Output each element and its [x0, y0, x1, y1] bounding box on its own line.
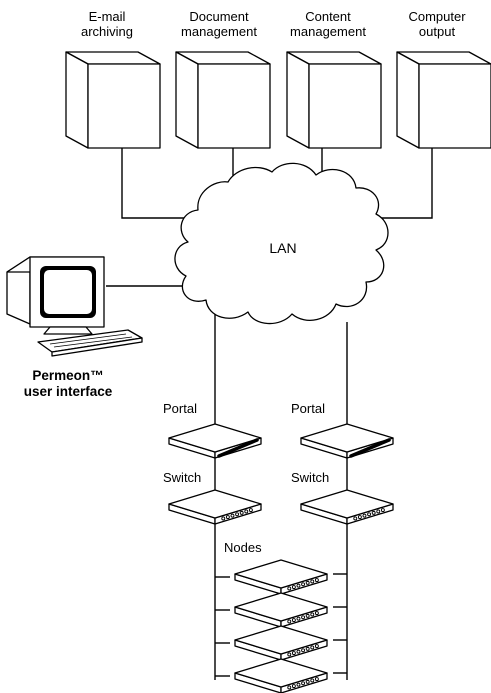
link-server-4: [375, 136, 433, 219]
node-icon-4: [234, 658, 328, 693]
switch-left-label: Switch: [163, 470, 201, 485]
lan-cloud: [174, 162, 389, 325]
node-icon-2: [234, 592, 328, 628]
portal-right-icon: [300, 423, 394, 459]
server-3-label-line2: management: [290, 24, 366, 39]
switch-left-icon: [168, 489, 262, 525]
server-4-label-line2: output: [419, 24, 456, 39]
server-1-label-line1: E-mail: [89, 9, 126, 24]
server-4-label-line1: Computer: [408, 9, 466, 24]
ui-label-line1: Permeon™: [32, 368, 103, 383]
server-2-label-line2: management: [181, 24, 257, 39]
server-3-label-line1: Content: [305, 9, 351, 24]
server-box-icon-4: [396, 51, 491, 149]
node-icon-3: [234, 625, 328, 661]
portal-left-icon: [168, 423, 262, 459]
portal-left-label: Portal: [163, 401, 197, 416]
node-icon-1: [234, 559, 328, 595]
portal-right-label: Portal: [291, 401, 325, 416]
ui-label-line2: user interface: [24, 384, 113, 399]
server-box-icon-1: [65, 51, 161, 149]
nodes-label: Nodes: [224, 540, 262, 555]
desktop-computer-icon: [6, 256, 143, 357]
server-2-label-line1: Document: [189, 9, 249, 24]
switch-right-icon: [300, 489, 394, 525]
link-server-1: [121, 132, 200, 219]
device-group: [168, 423, 394, 693]
server-1-label-line2: archiving: [81, 24, 133, 39]
switch-right-label: Switch: [291, 470, 329, 485]
server-box-icon-2: [175, 51, 271, 149]
server-box-icon-3: [286, 51, 382, 149]
lan-label: LAN: [269, 240, 296, 256]
server-labels: E-mail archiving Document management Con…: [81, 9, 466, 39]
connection-lines: [106, 132, 433, 680]
server-group: [65, 51, 491, 149]
